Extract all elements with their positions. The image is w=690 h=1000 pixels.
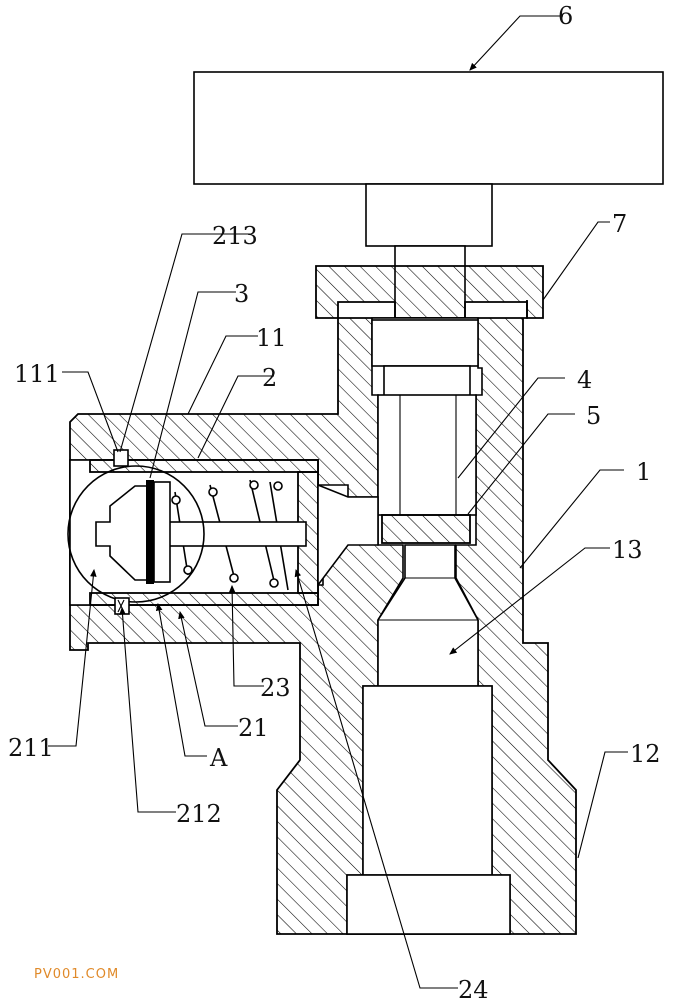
label-5: 5	[586, 402, 601, 430]
side-nozzle	[317, 483, 379, 588]
watermark: PV001.COM	[34, 967, 119, 982]
outlet-port	[362, 685, 493, 876]
leader-lines	[48, 15, 628, 989]
label-213: 213	[212, 222, 258, 250]
valve-core	[377, 394, 477, 516]
label-24: 24	[458, 976, 489, 1000]
label-6: 6	[558, 2, 573, 30]
label-1: 1	[636, 458, 651, 486]
detail-circle-a	[67, 465, 205, 603]
seal-gasket	[146, 480, 154, 584]
label-211: 211	[8, 734, 54, 762]
bonnet-nut	[315, 265, 544, 319]
seal-213	[113, 449, 129, 467]
handwheel	[193, 71, 664, 185]
packing-gland	[371, 319, 479, 367]
label-11: 11	[256, 324, 287, 352]
valve-rod	[167, 521, 307, 547]
sleeve-top	[89, 459, 319, 473]
label-3: 3	[234, 280, 249, 308]
label-a: A	[209, 744, 228, 772]
seal-disc	[381, 514, 471, 544]
sleeve-bottom	[89, 592, 319, 606]
label-21: 21	[238, 714, 269, 742]
label-12: 12	[630, 740, 661, 768]
label-23: 23	[260, 674, 291, 702]
label-7: 7	[612, 210, 627, 238]
valve-plate	[153, 481, 171, 583]
stem-upper	[365, 183, 493, 247]
label-111: 111	[14, 360, 60, 388]
label-212: 212	[176, 800, 222, 828]
stem-body	[383, 365, 471, 397]
label-13: 13	[612, 536, 643, 564]
outlet-fitting	[346, 874, 511, 935]
valve-body	[69, 300, 577, 935]
label-4: 4	[577, 366, 592, 394]
label-2: 2	[262, 364, 277, 392]
